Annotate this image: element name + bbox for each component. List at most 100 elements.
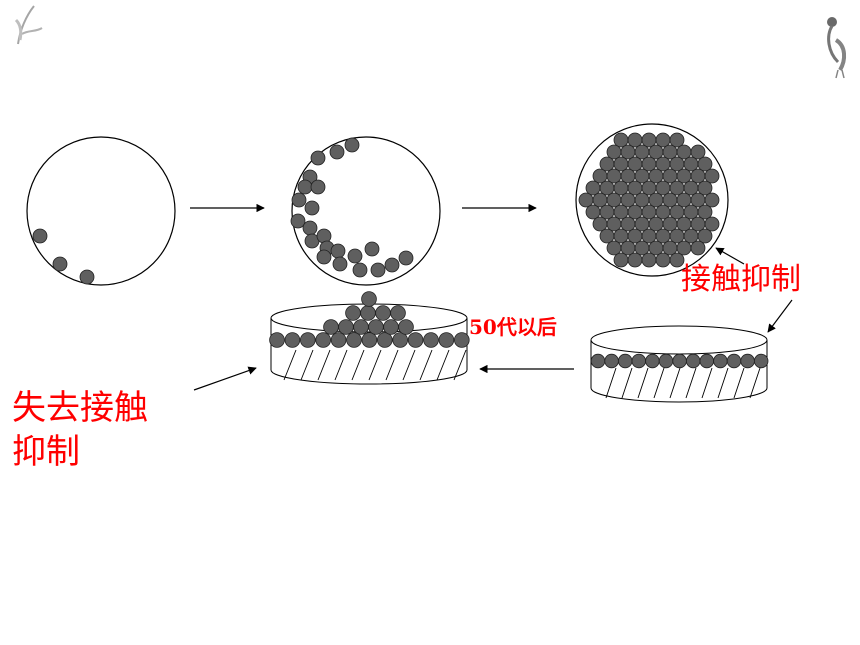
cell (315, 332, 332, 348)
cell (620, 216, 636, 232)
hatch-line (701, 367, 713, 399)
cell (655, 180, 671, 196)
cell (754, 353, 769, 369)
cell (697, 204, 713, 220)
cells-medium (290, 137, 414, 278)
cell (620, 192, 636, 208)
cell (375, 305, 391, 321)
cell (655, 132, 671, 148)
cell (578, 192, 594, 208)
cell (655, 252, 671, 268)
hatch-line (605, 367, 617, 399)
arrow-full-to-dish (767, 299, 793, 333)
cell (618, 353, 633, 369)
cell (648, 240, 664, 256)
cell (585, 204, 601, 220)
hatch-line (300, 349, 314, 381)
cell (291, 192, 307, 208)
dish-hatching (605, 367, 761, 399)
cell (676, 240, 692, 256)
cell (676, 144, 692, 160)
cell (669, 252, 685, 268)
hatch-line (717, 367, 729, 399)
cell-monolayer (590, 353, 769, 369)
hatch-line (637, 367, 649, 399)
cell (669, 132, 685, 148)
cell (344, 137, 360, 153)
cell (627, 252, 643, 268)
cell (648, 144, 664, 160)
cell (704, 192, 720, 208)
cell (330, 243, 346, 259)
cell (599, 204, 615, 220)
cell (641, 156, 657, 172)
cell (713, 353, 728, 369)
cell (662, 168, 678, 184)
cells-full (578, 132, 720, 268)
cell (398, 250, 414, 266)
hatch-line (368, 349, 382, 381)
cell (631, 353, 647, 369)
cell (645, 353, 660, 369)
cell (634, 216, 650, 232)
cell (662, 216, 678, 232)
cell (627, 180, 643, 196)
label-contact-inhibition: 接触抑制 (681, 262, 801, 297)
hatch-line (653, 367, 665, 399)
hatch-line (669, 367, 681, 399)
culture-circle-medium (291, 136, 441, 286)
cell (641, 252, 657, 268)
label-lost-contact-inhibition: 失去接触 抑制 (12, 386, 148, 474)
hatch-line (685, 367, 697, 399)
cell (627, 228, 643, 244)
cell (368, 319, 384, 335)
culture-circle-sparse (26, 136, 176, 286)
cell (330, 332, 347, 348)
label-lost-line1: 失去接触 (12, 388, 148, 428)
hatch-line (283, 349, 297, 381)
cell (304, 200, 320, 216)
cell (641, 180, 657, 196)
hatch-line (351, 349, 365, 381)
hatch-line (749, 367, 761, 399)
cell (407, 332, 424, 348)
hatch-line (733, 367, 745, 399)
cell (676, 168, 692, 184)
cell (648, 192, 664, 208)
cell (453, 332, 470, 348)
cell (599, 228, 615, 244)
cell (592, 168, 608, 184)
cell (302, 220, 318, 236)
cell (32, 228, 48, 244)
cell (648, 168, 664, 184)
cell (672, 353, 687, 369)
cell (655, 204, 671, 220)
cell (361, 291, 377, 307)
cell (740, 353, 755, 369)
hatch-line (436, 349, 450, 381)
cell (620, 240, 636, 256)
cell (390, 305, 406, 321)
bamboo-leaf-icon (14, 5, 43, 45)
cell (613, 180, 629, 196)
cell (699, 353, 715, 369)
cell (606, 240, 622, 256)
cell (79, 269, 95, 285)
cell (655, 156, 671, 172)
hatch-line (453, 349, 467, 381)
cell (361, 332, 378, 348)
cell (634, 240, 650, 256)
cell (338, 319, 354, 335)
cell (726, 353, 742, 369)
cell (669, 228, 685, 244)
petri-dish-multilayer (269, 291, 470, 385)
cell (585, 180, 601, 196)
cell (352, 262, 368, 278)
cell (310, 150, 326, 166)
cell (599, 156, 615, 172)
cell (627, 132, 643, 148)
cell (655, 228, 671, 244)
cell (704, 168, 720, 184)
hatch-line (317, 349, 331, 381)
cell (299, 332, 316, 348)
